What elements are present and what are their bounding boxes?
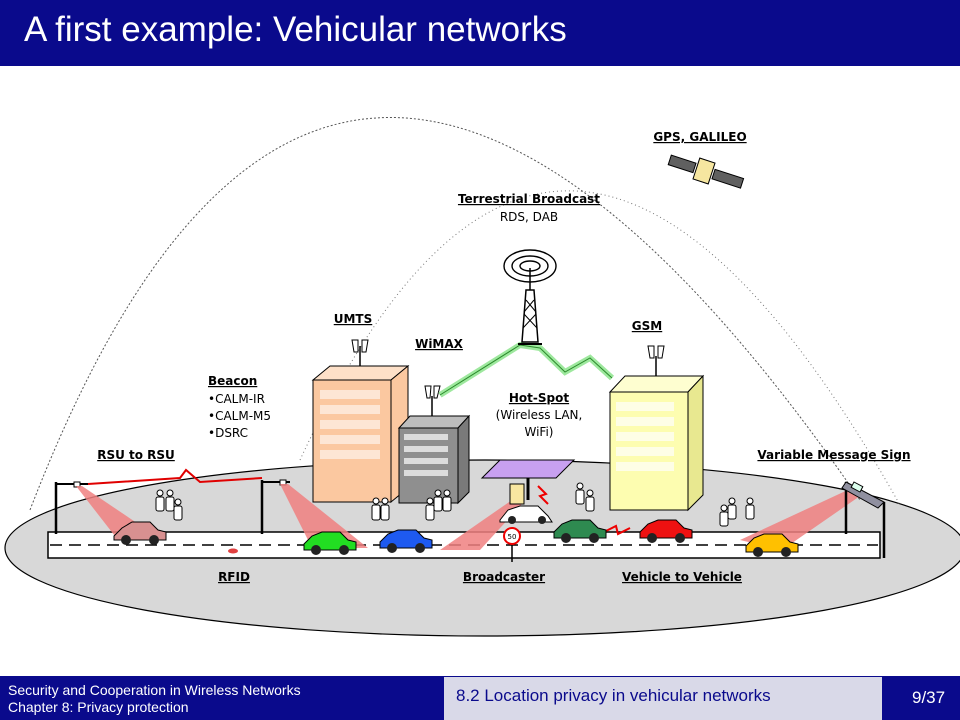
people-group-2 [371,497,390,521]
speed-sign-value: 50 [508,533,517,541]
label-beacon-item-1: •CALM-IR [208,392,265,406]
footer-course-title: Security and Cooperation in Wireless Net… [8,682,301,698]
label-v2v: Vehicle to Vehicle [622,570,742,584]
label-vms: Variable Message Sign [757,448,910,462]
people-group-1 [155,489,183,521]
car-yellow [745,533,799,557]
label-terrestrial-sub: RDS, DAB [500,210,558,224]
label-rfid: RFID [218,570,250,584]
gsm-building [608,345,705,512]
slide-title: A first example: Vehicular networks [24,10,567,49]
label-gsm: GSM [632,319,662,333]
umts-building [311,339,410,504]
label-gps: GPS, GALILEO [653,130,746,144]
mountain-outline [439,344,613,396]
label-hotspot-sub1: (Wireless LAN, [496,408,583,422]
label-hotspot: Hot-Spot [509,391,569,405]
label-umts: UMTS [334,312,373,326]
footer-chapter: Chapter 8: Privacy protection [8,699,189,715]
label-terrestrial: Terrestrial Broadcast [458,192,600,206]
people-group-5 [719,497,755,527]
car-blue [379,529,433,553]
label-rsu: RSU to RSU [97,448,175,462]
rfid-tag [228,548,238,554]
satellite-coverage-arc [29,117,861,511]
rsu-link [87,468,263,485]
vehicular-network-diagram: 50 [4,117,960,637]
footer-course: Security and Cooperation in Wireless Net… [8,682,301,716]
label-beacon-item-3: •DSRC [208,426,248,440]
broadcaster-beam [440,500,522,550]
car-pale-red [113,521,167,545]
people-group-4 [575,482,595,512]
satellite [667,154,745,189]
wimax-building [397,385,471,505]
rsu-beam-middle [280,484,368,548]
label-beacon: Beacon [208,374,257,388]
v2v-link [603,524,631,536]
variable-message-sign [841,481,886,558]
label-beacon-item-2: •CALM-M5 [208,409,271,423]
people-group-3 [425,489,452,521]
car-red [639,519,693,543]
title-bar [0,0,960,66]
footer-section-box [444,677,882,720]
label-broadcaster: Broadcaster [463,570,545,584]
label-hotspot-sub2: WiFi) [525,425,554,439]
speed-sign: 50 [503,527,521,562]
car-dark-green [553,519,607,543]
broadcast-tower [503,249,557,345]
car-green [303,531,357,555]
footer-section: 8.2 Location privacy in vehicular networ… [456,686,771,705]
label-wimax: WiMAX [415,337,464,351]
hotspot-station [480,459,576,524]
wimax-terrestrial-link [438,341,615,398]
page-number: 9/37 [912,688,946,707]
